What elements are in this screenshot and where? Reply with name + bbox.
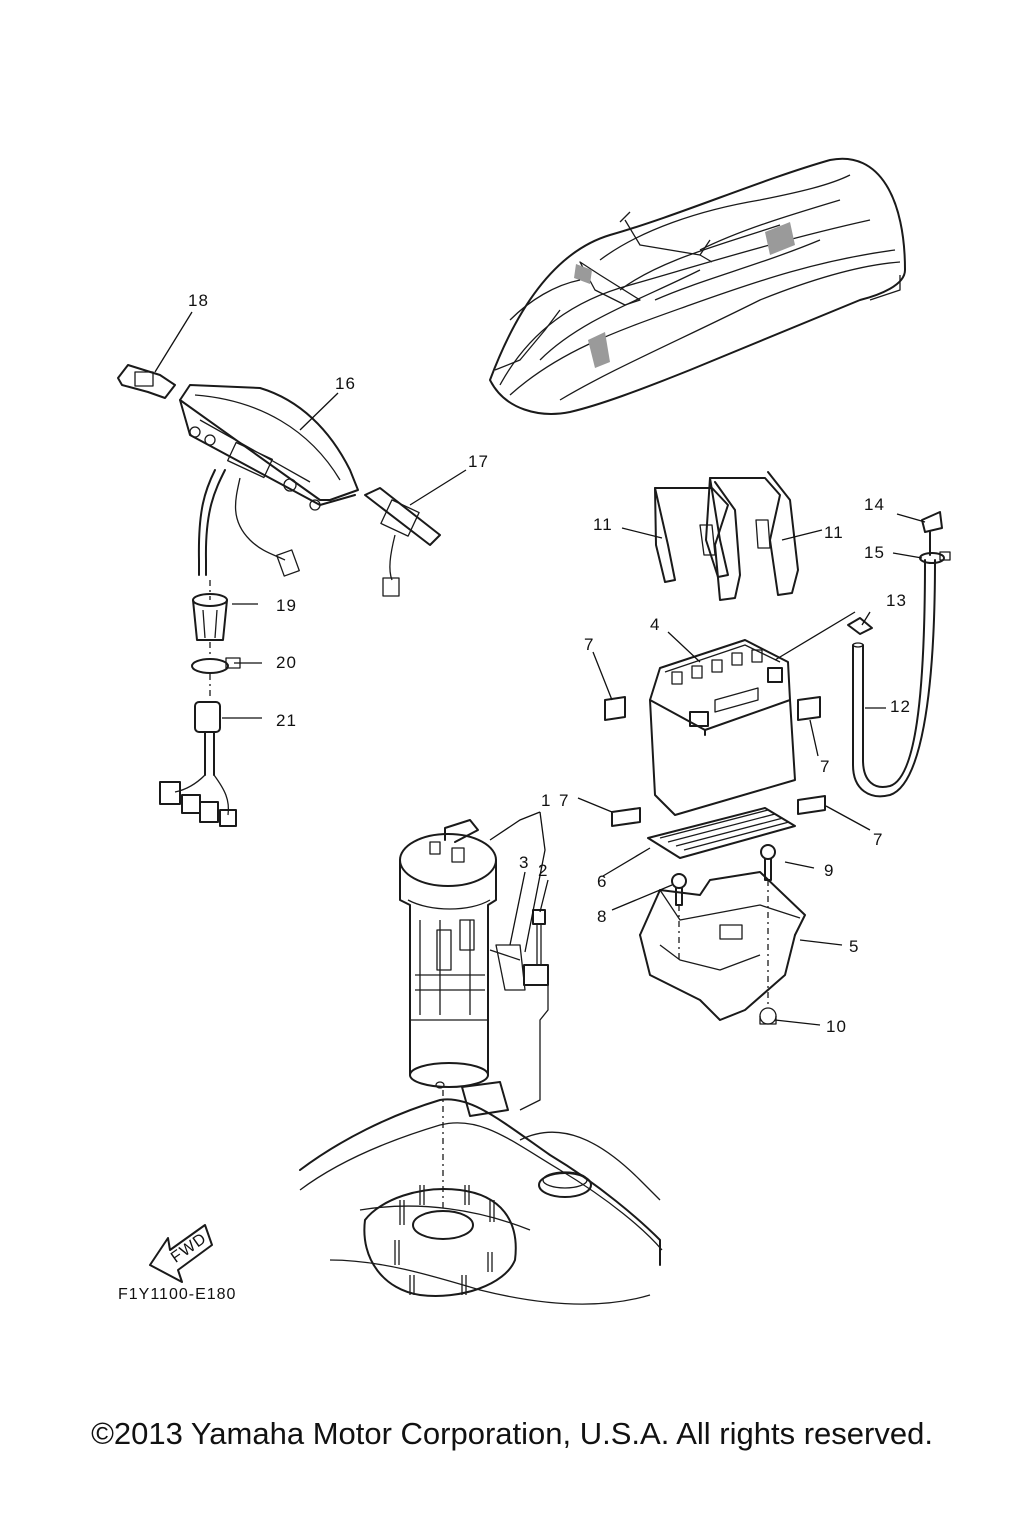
vent-tube-12-15 xyxy=(847,511,951,798)
callout-20: 20 xyxy=(276,653,297,672)
fwd-arrow-icon: FWD xyxy=(149,1224,213,1283)
callout-10: 10 xyxy=(826,1017,847,1036)
leader-lines xyxy=(154,311,926,1026)
callout-18: 18 xyxy=(188,291,209,310)
callout-7-d: 7 xyxy=(873,830,883,849)
callout-5: 5 xyxy=(849,937,859,956)
fuel-pump-assembly-1 xyxy=(399,819,526,1089)
callout-11-left: 11 xyxy=(593,515,613,534)
callout-16: 16 xyxy=(335,374,356,393)
callout-21: 21 xyxy=(276,711,297,730)
battery-4 xyxy=(649,639,796,816)
callout-8: 8 xyxy=(597,907,607,926)
part-17-bracket xyxy=(364,487,441,597)
battery-pads-7 xyxy=(604,696,826,827)
harness-grommet-stack xyxy=(159,580,241,827)
battery-box-5 xyxy=(639,871,806,1025)
callout-7-b: 7 xyxy=(820,757,830,776)
callout-4: 4 xyxy=(650,615,660,634)
diagram-code: F1Y1100-E180 xyxy=(118,1286,236,1303)
meter-assembly-16 xyxy=(179,384,359,577)
watercraft-illustration xyxy=(489,157,906,415)
copyright-notice: ©2013 Yamaha Motor Corporation, U.S.A. A… xyxy=(91,1416,933,1451)
callout-17: 17 xyxy=(468,452,489,471)
battery-mat-6 xyxy=(647,807,796,859)
callout-9: 9 xyxy=(824,861,834,880)
callout-14: 14 xyxy=(864,495,885,514)
callout-2: 2 xyxy=(538,861,548,880)
battery-straps-11 xyxy=(654,471,799,601)
callout-7-a: 7 xyxy=(584,635,594,654)
callout-11-right: 11 xyxy=(824,523,844,542)
fuel-sender-wire-2 xyxy=(461,909,549,1117)
callout-7-c: 7 xyxy=(559,791,569,810)
callout-6: 6 xyxy=(597,872,607,891)
callout-3: 3 xyxy=(519,853,529,872)
callout-15: 15 xyxy=(864,543,885,562)
fuel-tank xyxy=(299,1098,663,1305)
part-18-bracket xyxy=(117,364,176,399)
callout-13: 13 xyxy=(886,591,907,610)
callout-12: 12 xyxy=(890,697,911,716)
bolts-8-9 xyxy=(671,844,776,1008)
callout-19: 19 xyxy=(276,596,297,615)
callout-labels: 18 16 17 19 20 21 11 11 14 15 13 4 7 12 … xyxy=(188,291,911,1036)
callout-1: 1 xyxy=(541,791,551,810)
